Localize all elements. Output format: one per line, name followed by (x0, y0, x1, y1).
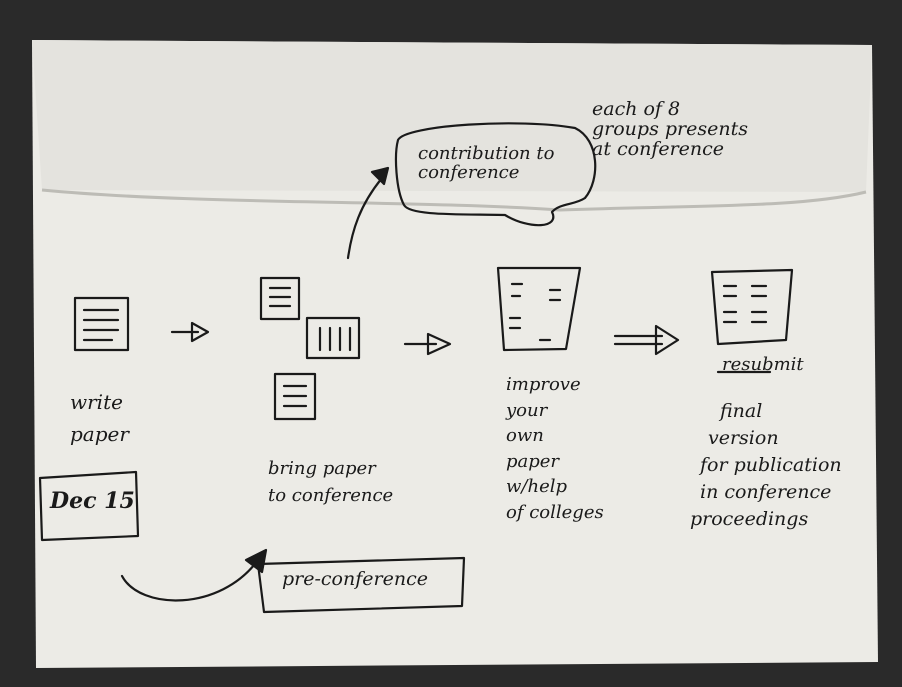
step4-line-1: final (720, 400, 763, 422)
bubble-outline (394, 122, 597, 227)
top-right-line-2: groups presents (592, 117, 748, 140)
top-right-line-1: each of 8 (592, 98, 681, 120)
date-box (38, 470, 140, 542)
bubble-line-1: contribution to (418, 143, 555, 164)
doc-4 (710, 268, 794, 346)
step4-strike-text: resubmit (722, 354, 804, 375)
arrow-1 (170, 321, 210, 343)
step3-line-5: w/help (506, 476, 567, 498)
step3-line-4: paper (506, 450, 560, 472)
doc-1-lines (82, 308, 120, 342)
ink-drawings (38, 122, 794, 614)
doc-1 (73, 296, 130, 352)
doc-2c (273, 372, 317, 421)
step4-line-5: proceedings (690, 507, 809, 530)
doc-2a-lines (268, 286, 292, 308)
arrow-2 (403, 332, 452, 356)
bubble-arrow (346, 176, 384, 260)
step3-label: improve your own paper w/help of college… (506, 372, 604, 525)
step1-line-2: paper (70, 422, 129, 446)
step2-line-2: to conference (268, 485, 394, 506)
bubble-text: contribution to conference (418, 143, 555, 183)
step4-label: final version for publication in confere… (690, 398, 842, 533)
envelope (32, 40, 878, 668)
bubble-line-2: conference (418, 161, 520, 183)
step4-line-2: version (708, 426, 779, 449)
doc-2b-lines (318, 326, 352, 352)
curved-arrowhead (244, 548, 268, 574)
step3-line-2: your (506, 399, 548, 421)
date-text: Dec 15 (50, 488, 135, 514)
step1-label: write paper (70, 386, 129, 450)
pre-conference-text: pre-conference (282, 568, 428, 590)
step4-line-3: for publication (700, 453, 842, 476)
arrow-3 (613, 324, 680, 356)
envelope-flap (32, 40, 872, 192)
step2-label: bring paper to conference (268, 455, 393, 509)
step1-line-1: write (70, 390, 123, 414)
doc-4-lines (722, 284, 768, 324)
step3-line-3: own (506, 425, 544, 447)
flap-edge (41, 188, 867, 212)
step3-line-1: improve (506, 374, 581, 395)
step3-line-6: of colleges (506, 501, 604, 523)
doc-2a (259, 276, 301, 321)
pre-conference-box (256, 556, 466, 614)
doc-2b (305, 316, 361, 360)
doc-3 (496, 266, 582, 352)
doc-3-lines (508, 282, 562, 342)
doc-2c-lines (282, 384, 308, 408)
curved-arrow (120, 558, 260, 602)
bubble-arrowhead (370, 166, 390, 186)
top-right-line-3: at conference (592, 137, 725, 160)
top-right-note: each of 8 groups presents at conference (592, 98, 748, 160)
step2-line-1: bring paper (268, 458, 376, 479)
step4-line-4: in conference (700, 480, 832, 503)
